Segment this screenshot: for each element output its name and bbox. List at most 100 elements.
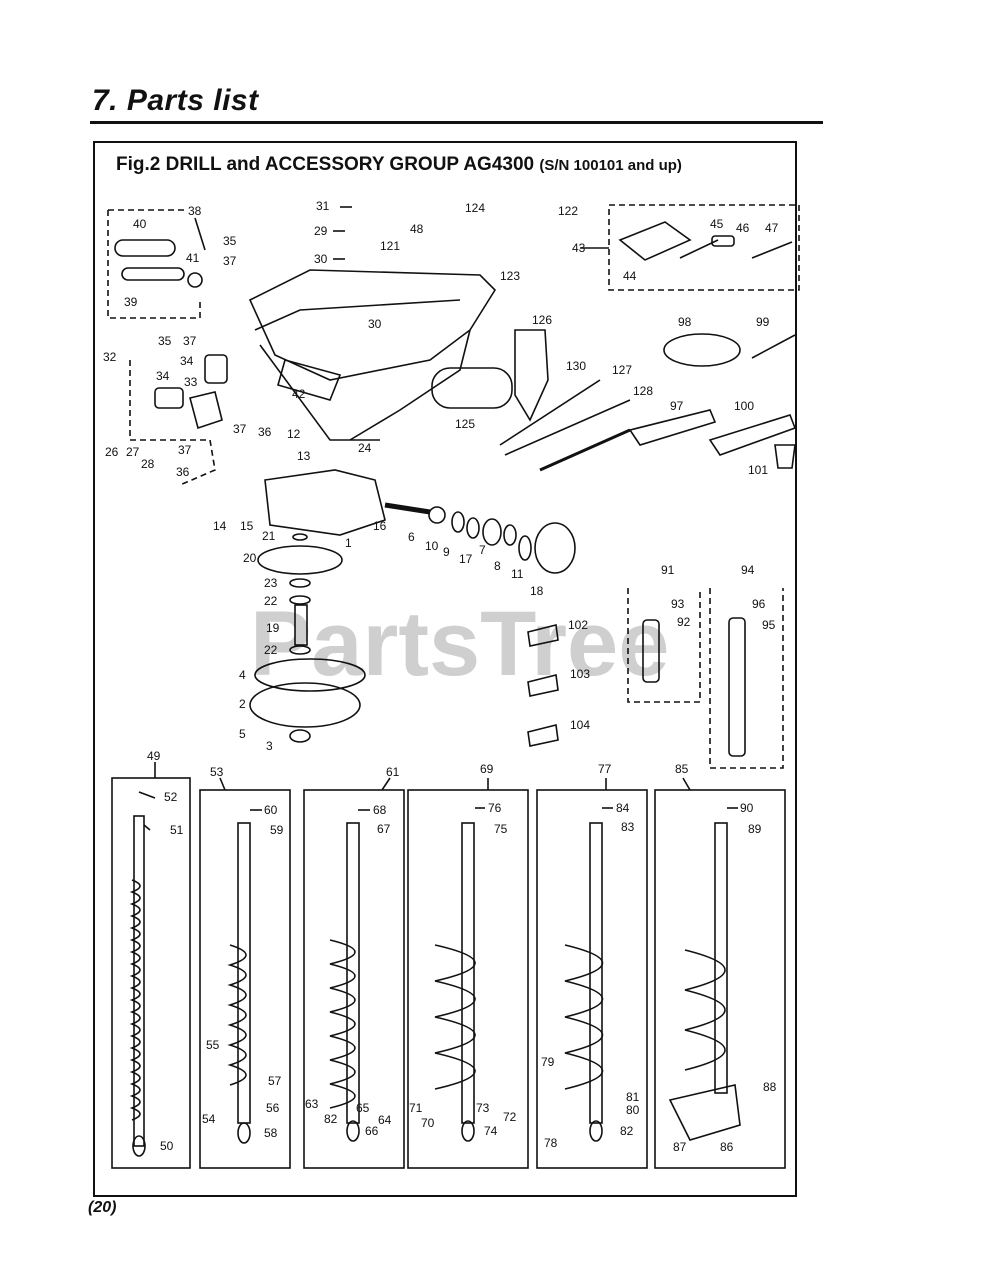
callout-label: 70 (421, 1116, 435, 1130)
cable-127 (504, 399, 631, 456)
callout-label: 66 (365, 1124, 379, 1138)
extension-shaft-94 (728, 617, 746, 757)
callout-label: 3 (266, 739, 273, 753)
callout-label: 76 (488, 801, 502, 815)
auger-box-85 (654, 789, 786, 1169)
figure-frame (93, 141, 797, 1197)
tip-82 (589, 1120, 603, 1142)
auger-shaft-49 (133, 815, 145, 1147)
callout-label: 5 (239, 727, 246, 741)
callout-label: 43 (572, 241, 586, 255)
callout-label: 75 (494, 822, 508, 836)
wrench-100 (708, 414, 797, 456)
frame-leg-left (259, 344, 380, 441)
callout-label: 35 (223, 234, 237, 248)
callout-label: 34 (156, 369, 170, 383)
auger-shaft-85 (714, 822, 728, 1094)
auger-box-61 (303, 789, 405, 1169)
callout-label: 126 (532, 313, 552, 327)
callout-label: 47 (765, 221, 779, 235)
callout-label: 32 (103, 350, 117, 364)
callout-label: 19 (266, 621, 280, 635)
extension-box-91 (627, 588, 701, 703)
callout-label: 121 (380, 239, 400, 253)
callout-label: 92 (677, 615, 691, 629)
callout-label: 90 (740, 801, 754, 815)
callout-label: 11 (511, 567, 524, 581)
gear-20 (257, 545, 343, 575)
damper-34b (154, 387, 184, 409)
cap-101 (774, 444, 796, 469)
callout-label: 18 (530, 584, 544, 598)
callout-label: 14 (213, 519, 227, 533)
callout-label: 123 (500, 269, 520, 283)
callout-label: 69 (480, 762, 494, 776)
callout-label: 61 (386, 765, 400, 779)
auger-box-53 (199, 789, 291, 1169)
handle-nut-41 (187, 272, 203, 288)
accessory-box (608, 204, 800, 291)
blade-104 (527, 724, 559, 747)
bracket-97 (628, 409, 717, 446)
cover-2 (249, 682, 361, 728)
callout-label: 6 (408, 530, 415, 544)
callout-label: 33 (184, 375, 198, 389)
tip-50 (132, 1135, 146, 1157)
callout-label: 13 (297, 449, 311, 463)
frame-leg-right (349, 329, 471, 441)
auger-box-49 (111, 777, 191, 1169)
callout-label: 53 (210, 765, 224, 779)
callout-label: 38 (188, 204, 202, 218)
callout-label: 67 (377, 822, 391, 836)
page-number: (20) (88, 1199, 116, 1217)
grip-125 (431, 367, 513, 409)
shaft-99 (751, 334, 796, 359)
callout-label: 28 (141, 457, 155, 471)
washer-23 (289, 578, 311, 588)
callout-label: 97 (670, 399, 684, 413)
callout-label: 60 (264, 803, 278, 817)
washer-21 (292, 533, 308, 541)
clutch-98 (663, 333, 741, 367)
callout-label: 103 (570, 667, 590, 681)
callout-label: 24 (358, 441, 372, 455)
callout-label: 122 (558, 204, 578, 218)
gear-case-1 (264, 469, 386, 536)
callout-label: 82 (620, 1124, 634, 1138)
callout-label: 56 (266, 1101, 280, 1115)
plug-wrench-46 (711, 235, 735, 247)
ring-10 (451, 511, 465, 533)
callout-label: 57 (268, 1074, 282, 1088)
page-number-bracket-right: ) (111, 1199, 117, 1216)
callout-label: 1 (345, 536, 352, 550)
callout-label: 64 (378, 1113, 392, 1127)
extension-box-94 (709, 588, 784, 769)
auger-box-77 (536, 789, 648, 1169)
flight-85 (684, 949, 726, 1071)
callout-label: 34 (180, 354, 194, 368)
callout-label: 59 (270, 823, 284, 837)
callout-label: 130 (566, 359, 586, 373)
gasket-4 (254, 658, 366, 692)
handle-group-box (107, 210, 201, 319)
section-title: 7. Parts list (92, 84, 259, 117)
callout-label: 74 (484, 1124, 498, 1138)
flight-49 (129, 879, 141, 1121)
callout-label: 23 (264, 576, 278, 590)
callout-label: 26 (105, 445, 119, 459)
seal-8 (503, 524, 517, 546)
washer-22b (289, 645, 311, 655)
hub-18 (534, 522, 576, 574)
callout-label: 9 (443, 545, 450, 559)
callout-label: 21 (262, 529, 276, 543)
callout-label: 35 (158, 334, 172, 348)
callout-label: 22 (264, 643, 278, 657)
callout-label: 48 (410, 222, 424, 236)
callout-label: 16 (373, 519, 387, 533)
callout-label: 36 (258, 425, 272, 439)
tip-74 (461, 1120, 475, 1142)
callout-label: 22 (264, 594, 278, 608)
callout-label: 79 (541, 1055, 555, 1069)
flight-53 (227, 944, 247, 1086)
